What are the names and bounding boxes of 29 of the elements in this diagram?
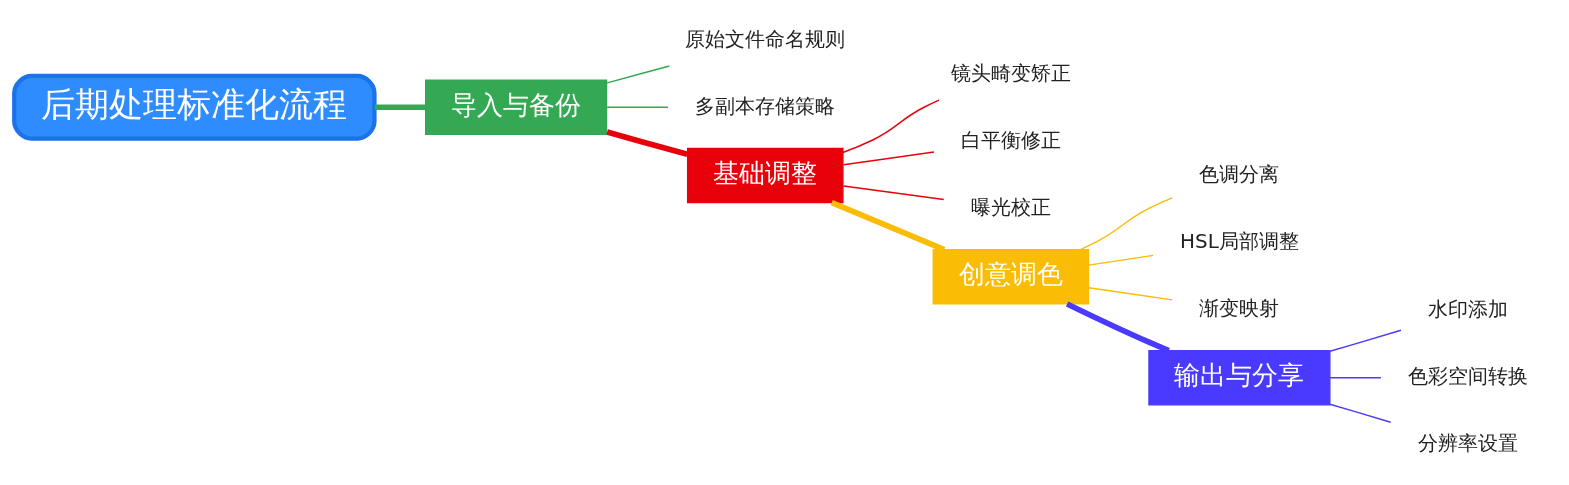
node-text: 白平衡修正 [960,128,1061,152]
node-box: 输出与分享 [1148,350,1331,406]
connector [1088,287,1173,301]
connector [606,65,671,84]
node-text: 水印添加 [1427,298,1508,322]
node-text: HSL局部调整 [1180,229,1299,253]
node-text: 色彩空间转换 [1407,365,1528,389]
node-text: 原始文件命名规则 [685,27,846,51]
connector [606,129,689,158]
node-box: 基础调整 [686,147,844,204]
node-text: 渐变映射 [1199,296,1280,320]
node-text: 色调分离 [1199,162,1280,186]
node-box: 后期处理标准化流程 [12,73,377,141]
node-text: 分辨率设置 [1417,431,1518,455]
node-text: 镜头畸变矫正 [950,61,1071,85]
connector [842,99,940,154]
node-box: 创意调色 [932,248,1090,305]
connector [842,185,945,201]
connector [1329,403,1392,423]
connector [1088,254,1154,266]
connector [1079,197,1173,251]
node-box: 导入与备份 [425,79,608,135]
connector [1329,329,1402,352]
node-text: 曝光校正 [970,195,1051,219]
node-text: 多副本存储策略 [695,94,836,118]
connector [374,104,426,111]
connector [1329,377,1382,379]
connector [842,151,935,166]
connector [606,106,669,108]
